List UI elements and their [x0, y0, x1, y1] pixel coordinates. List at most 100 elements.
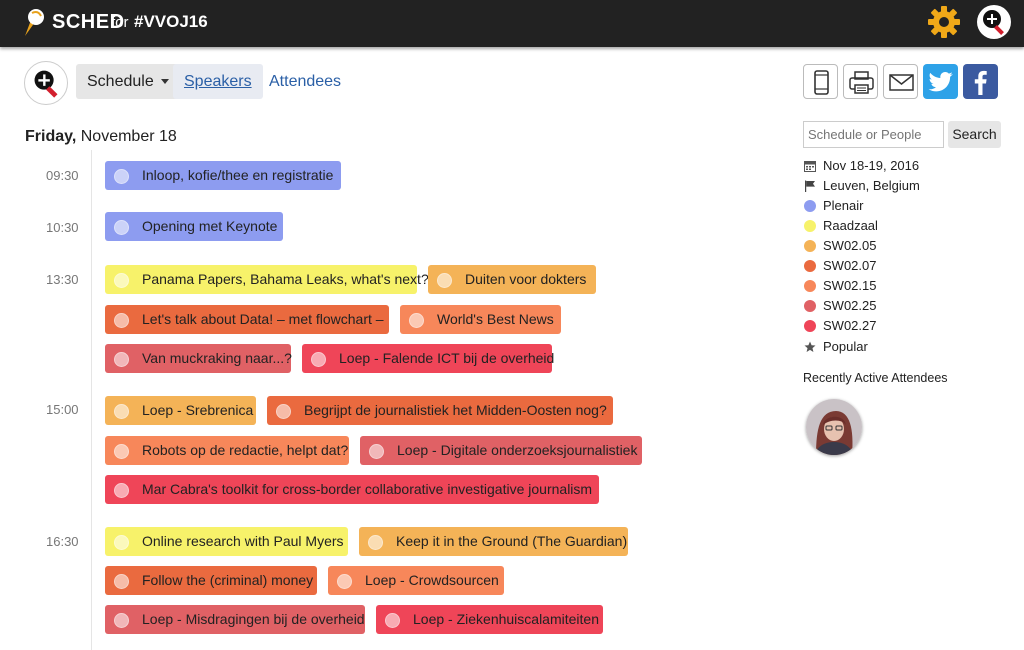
nav-schedule-label: Schedule: [87, 73, 154, 90]
print-button[interactable]: [843, 64, 878, 99]
session-item[interactable]: Loep - Digitale onderzoeksjournalistiek: [360, 436, 642, 465]
session-title: Van muckraking naar...?: [142, 350, 292, 366]
session-marker-icon: [114, 352, 129, 367]
star-icon: [804, 341, 816, 352]
session-title: Begrijpt de journalistiek het Midden-Oos…: [304, 402, 607, 418]
flag-icon: [805, 180, 815, 192]
user-avatar-icon[interactable]: [976, 4, 1012, 40]
session-title: Mar Cabra's toolkit for cross-border col…: [142, 481, 593, 497]
session-title: Loep - Ziekenhuiscalamiteiten: [413, 611, 599, 627]
room-color-dot: [804, 280, 816, 292]
session-marker-icon: [114, 273, 129, 288]
time-slot: 10:30: [46, 220, 79, 235]
room-label: SW02.15: [823, 278, 877, 293]
session-item[interactable]: Inloop, kofie/thee en registratie: [105, 161, 341, 190]
session-title: Duiten voor dokters: [465, 271, 587, 287]
envelope-icon: [889, 74, 914, 91]
session-marker-icon: [114, 313, 129, 328]
time-slot: 16:30: [46, 534, 79, 549]
popular-label: Popular: [823, 339, 868, 354]
room-color-dot: [804, 220, 816, 232]
mobile-button[interactable]: [803, 64, 838, 99]
session-item[interactable]: Follow the (criminal) money: [105, 566, 317, 595]
session-marker-icon: [114, 220, 129, 235]
timeline-divider: [91, 150, 92, 650]
session-marker-icon: [114, 613, 129, 628]
session-marker-icon: [114, 169, 129, 184]
session-title: Loep - Misdragingen bij de overheid: [142, 611, 365, 627]
nav-speakers[interactable]: Speakers: [173, 64, 263, 99]
session-item[interactable]: World's Best News: [400, 305, 561, 334]
calendar-icon: [804, 161, 816, 172]
session-title: Opening met Keynote: [142, 218, 278, 234]
facebook-icon: [974, 70, 987, 95]
session-marker-icon: [114, 483, 129, 498]
session-marker-icon: [114, 404, 129, 419]
session-marker-icon: [437, 273, 452, 288]
session-item[interactable]: Keep it in the Ground (The Guardian): [359, 527, 628, 556]
brand-name[interactable]: SCHED: [52, 11, 125, 33]
session-item[interactable]: Loep - Ziekenhuiscalamiteiten: [376, 605, 603, 634]
nav-schedule-dropdown[interactable]: Schedule: [76, 64, 180, 99]
room-label: SW02.27: [823, 318, 877, 333]
event-logo-icon[interactable]: [24, 61, 68, 105]
mobile-icon: [814, 70, 829, 95]
chevron-down-icon: [160, 79, 169, 85]
session-item[interactable]: Panama Papers, Bahama Leaks, what's next…: [105, 265, 429, 294]
session-item[interactable]: Loep - Misdragingen bij de overheid: [105, 605, 365, 634]
room-label: Plenair: [823, 198, 864, 213]
room-color-dot: [804, 260, 816, 272]
event-dates-label: Nov 18-19, 2016: [823, 158, 920, 173]
twitter-icon: [928, 72, 953, 92]
facebook-button[interactable]: [963, 64, 998, 99]
twitter-button[interactable]: [923, 64, 958, 99]
session-title: World's Best News: [437, 311, 554, 327]
session-marker-icon: [114, 535, 129, 550]
room-label: SW02.07: [823, 258, 877, 273]
session-item[interactable]: Loep - Crowdsourcen: [328, 566, 504, 595]
attendee-avatar[interactable]: [806, 399, 862, 455]
session-marker-icon: [311, 352, 326, 367]
session-marker-icon: [368, 535, 383, 550]
session-item[interactable]: Opening met Keynote: [105, 212, 283, 241]
room-color-dot: [804, 200, 816, 212]
room-color-dot: [804, 320, 816, 332]
session-item[interactable]: Loep - Falende ICT bij de overheid: [302, 344, 554, 373]
session-marker-icon: [369, 444, 384, 459]
time-slot: 13:30: [46, 272, 79, 287]
day-weekday: Friday,: [25, 128, 77, 145]
room-label: SW02.05: [823, 238, 877, 253]
room-color-dot: [804, 300, 816, 312]
session-item[interactable]: Begrijpt de journalistiek het Midden-Oos…: [267, 396, 613, 425]
session-item[interactable]: Let's talk about Data! – met flowchart –: [105, 305, 389, 334]
session-item[interactable]: Robots op de redactie, helpt dat?: [105, 436, 349, 465]
session-marker-icon: [385, 613, 400, 628]
session-title: Loep - Srebrenica: [142, 402, 254, 418]
nav-attendees[interactable]: Attendees: [269, 73, 342, 90]
session-marker-icon: [114, 574, 129, 589]
printer-icon: [849, 71, 874, 94]
session-item[interactable]: Loep - Srebrenica: [105, 396, 256, 425]
session-item[interactable]: Online research with Paul Myers: [105, 527, 348, 556]
event-location-label: Leuven, Belgium: [823, 178, 920, 193]
search-button[interactable]: Search: [948, 121, 1001, 148]
event-tag[interactable]: #VVOJ16: [134, 12, 208, 31]
time-slot: 15:00: [46, 402, 79, 417]
sched-logo-icon[interactable]: [16, 6, 48, 40]
session-item[interactable]: Van muckraking naar...?: [105, 344, 292, 373]
top-bar: SCHED for #VVOJ16: [0, 0, 1024, 47]
session-title: Keep it in the Ground (The Guardian): [396, 533, 628, 549]
email-button[interactable]: [883, 64, 918, 99]
session-title: Follow the (criminal) money: [142, 572, 314, 588]
session-title: Panama Papers, Bahama Leaks, what's next…: [142, 271, 429, 287]
search-input[interactable]: [803, 121, 944, 148]
session-marker-icon: [337, 574, 352, 589]
recent-attendees-heading: Recently Active Attendees: [803, 371, 948, 385]
session-item[interactable]: Mar Cabra's toolkit for cross-border col…: [105, 475, 599, 504]
session-marker-icon: [409, 313, 424, 328]
session-item[interactable]: Duiten voor dokters: [428, 265, 596, 294]
gear-icon[interactable]: [927, 5, 961, 39]
session-title: Inloop, kofie/thee en registratie: [142, 167, 334, 183]
session-title: Robots op de redactie, helpt dat?: [142, 442, 349, 458]
brand-for: for: [111, 14, 129, 31]
